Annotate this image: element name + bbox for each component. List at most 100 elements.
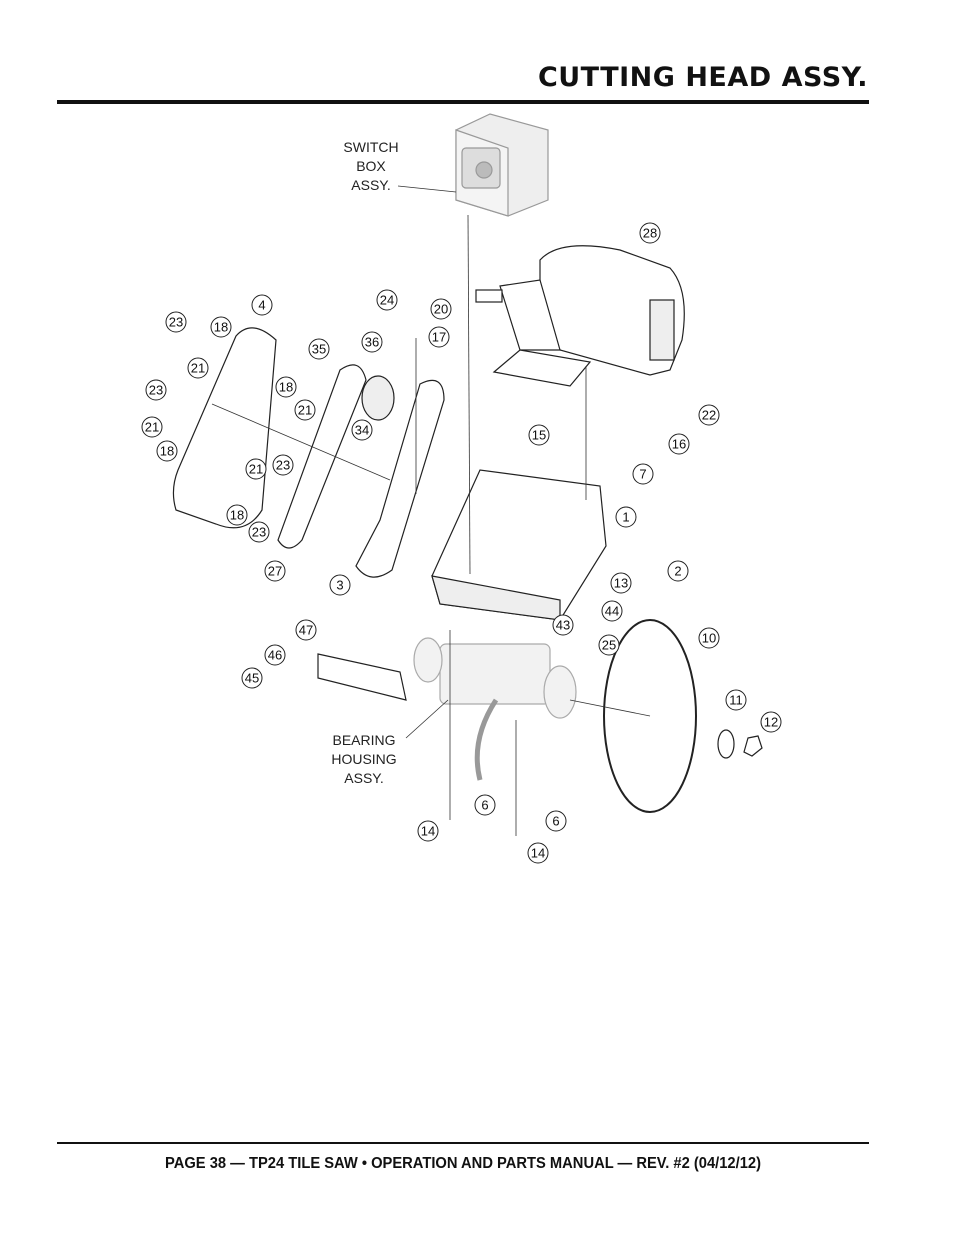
callout-number: 21 <box>298 403 312 418</box>
belt-drawing <box>277 364 367 549</box>
part-callout-15: 15 <box>528 424 550 446</box>
part-callout-14: 14 <box>417 820 439 842</box>
part-callout-17: 17 <box>428 326 450 348</box>
callout-circle <box>165 311 187 333</box>
callout-circle <box>294 399 316 421</box>
part-callout-23: 23 <box>248 521 270 543</box>
callout-number: 23 <box>276 458 290 473</box>
callout-number: 24 <box>380 293 394 308</box>
callout-circle <box>329 574 351 596</box>
part-callout-18: 18 <box>275 376 297 398</box>
part-callout-25: 25 <box>598 634 620 656</box>
callout-circle <box>187 357 209 379</box>
callout-circle <box>417 820 439 842</box>
callout-circle <box>698 627 720 649</box>
callout-circle <box>601 600 623 622</box>
bottom-rule <box>57 1142 869 1144</box>
callout-circle <box>552 614 574 636</box>
callout-number: 20 <box>434 302 448 317</box>
part-callout-43: 43 <box>552 614 574 636</box>
top-rule <box>57 100 869 104</box>
callout-circle <box>639 222 661 244</box>
callout-circle <box>241 667 263 689</box>
callout-circle <box>226 504 248 526</box>
callout-number: 34 <box>355 423 369 438</box>
belt-guard-drawing <box>172 327 277 529</box>
page-footer: PAGE 38 — TP24 TILE SAW • OPERATION AND … <box>164 1155 761 1172</box>
callout-number: 23 <box>252 525 266 540</box>
part-callout-2: 2 <box>667 560 689 582</box>
svg-text:BEARING: BEARING <box>332 732 395 748</box>
callout-circle <box>668 433 690 455</box>
callout-number: 18 <box>160 444 174 459</box>
callout-circle <box>210 316 232 338</box>
part-callout-45: 45 <box>241 667 263 689</box>
part-callout-28: 28 <box>639 222 661 244</box>
part-callout-21: 21 <box>187 357 209 379</box>
callout-number: 25 <box>602 638 616 653</box>
part-callout-18: 18 <box>156 440 178 462</box>
handle-drawing <box>317 653 407 701</box>
carriage-drawing <box>431 469 607 621</box>
part-callout-23: 23 <box>272 454 294 476</box>
callout-circle <box>528 424 550 446</box>
callout-number: 43 <box>556 618 570 633</box>
callout-number: 18 <box>214 320 228 335</box>
part-callout-6: 6 <box>474 794 496 816</box>
part-callout-27: 27 <box>264 560 286 582</box>
callout-circle <box>760 711 782 733</box>
callout-circle <box>428 326 450 348</box>
part-callout-47: 47 <box>295 619 317 641</box>
callout-number: 10 <box>702 631 716 646</box>
callout-number: 21 <box>249 462 263 477</box>
part-callout-24: 24 <box>376 289 398 311</box>
part-callout-46: 46 <box>264 644 286 666</box>
part-callout-18: 18 <box>226 504 248 526</box>
nut-drawing <box>743 735 763 757</box>
part-callout-23: 23 <box>145 379 167 401</box>
callout-number: 3 <box>336 578 343 593</box>
bracket-drawing <box>355 379 445 578</box>
callout-number: 36 <box>365 335 379 350</box>
callout-number: 16 <box>672 437 686 452</box>
callout-circle <box>725 689 747 711</box>
callout-circle <box>156 440 178 462</box>
callout-circle <box>698 404 720 426</box>
callout-circle <box>545 810 567 832</box>
callout-circle <box>248 521 270 543</box>
callout-number: 22 <box>702 408 716 423</box>
part-callout-10: 10 <box>698 627 720 649</box>
part-callout-13: 13 <box>610 572 632 594</box>
part-callout-23: 23 <box>165 311 187 333</box>
part-callout-22: 22 <box>698 404 720 426</box>
part-callout-6: 6 <box>545 810 567 832</box>
callout-number: 1 <box>622 510 629 525</box>
callout-number: 28 <box>643 226 657 241</box>
svg-text:SWITCH: SWITCH <box>343 139 398 155</box>
callout-circle <box>632 463 654 485</box>
part-callout-21: 21 <box>141 416 163 438</box>
callout-number: 11 <box>729 693 743 708</box>
blade-drawing <box>603 619 697 813</box>
callout-number: 27 <box>268 564 282 579</box>
callout-number: 23 <box>169 315 183 330</box>
part-callout-44: 44 <box>601 600 623 622</box>
motor-drawing <box>475 245 685 387</box>
callout-number: 18 <box>279 380 293 395</box>
callout-number: 14 <box>531 846 545 861</box>
switch-box-label: SWITCH BOX ASSY. <box>343 139 398 193</box>
callout-number: 18 <box>230 508 244 523</box>
callout-number: 44 <box>605 604 619 619</box>
callout-circle <box>145 379 167 401</box>
callout-number: 23 <box>149 383 163 398</box>
callout-number: 46 <box>268 648 282 663</box>
part-callout-4: 4 <box>251 294 273 316</box>
callout-circle <box>351 419 373 441</box>
callout-circle <box>308 338 330 360</box>
callout-number: 4 <box>258 298 265 313</box>
callout-circle <box>264 560 286 582</box>
bearing-housing-drawing <box>413 637 577 719</box>
callout-circle <box>361 331 383 353</box>
callout-number: 7 <box>639 467 646 482</box>
